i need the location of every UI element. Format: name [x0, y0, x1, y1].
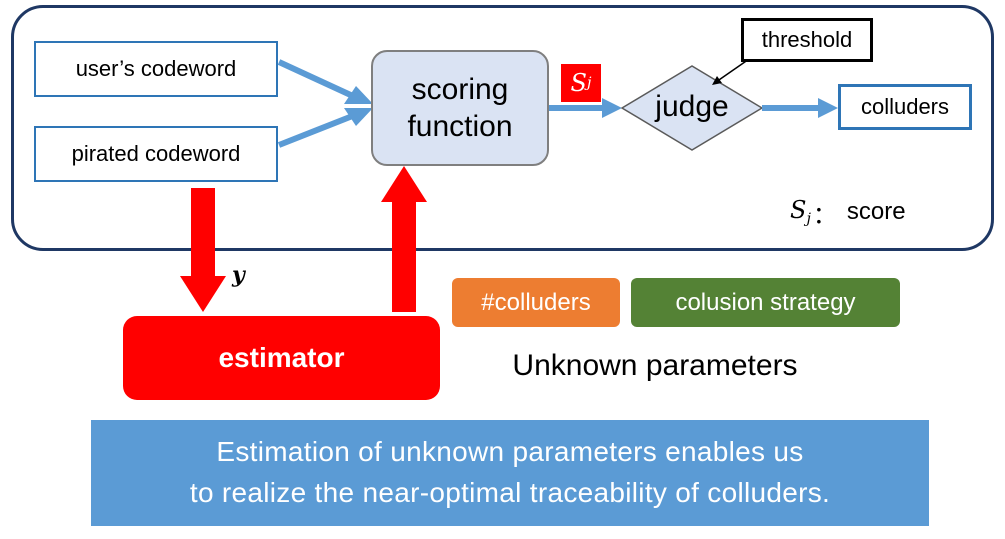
judge-label: judge: [655, 90, 729, 123]
user-codeword-box: user’s codeword: [34, 41, 278, 97]
legend-score-symbol: Sj: [790, 196, 811, 227]
estimator-box: estimator: [123, 316, 440, 400]
scoring-to-judge-arrowhead: [602, 98, 622, 118]
down-arrow-head: [180, 276, 226, 312]
unknown-parameters-text: Unknown parameters: [512, 349, 798, 382]
colluders-output-label: colluders: [860, 94, 950, 119]
colusion-strategy-tag: colusion strategy: [631, 278, 900, 327]
threshold-box: threshold: [741, 18, 873, 62]
colusion-strategy-label: colusion strategy: [675, 288, 856, 316]
user-to-scoring-arrowhead: [344, 86, 373, 104]
pirated-to-scoring-arrowhead: [344, 108, 373, 126]
legend-score-symbol-base: S: [790, 196, 807, 225]
legend-score-symbol-subscript: j: [806, 211, 811, 228]
conclusion-banner: Estimation of unknown parameters enables…: [91, 420, 929, 526]
threshold-label: threshold: [761, 27, 853, 52]
legend-score-text: score: [846, 198, 906, 225]
user-codeword-label: user’s codeword: [75, 56, 237, 81]
pirated-codeword-box: pirated codeword: [34, 126, 278, 182]
scoring-function-box: scoring function: [371, 50, 549, 166]
down-arrow-shaft: [191, 188, 215, 276]
judge-node: judge: [622, 82, 762, 132]
threshold-pointer-head: [712, 76, 722, 85]
scoring-label-line1: scoring: [411, 72, 509, 106]
pirated-codeword-label: pirated codeword: [71, 141, 241, 166]
y-variable-label: y: [232, 262, 245, 288]
banner-line1: Estimation of unknown parameters enables…: [216, 436, 804, 468]
judge-to-colluders-arrowhead: [818, 98, 838, 118]
up-arrow-head: [381, 166, 427, 202]
score-legend: Sj ： score: [790, 192, 950, 232]
estimator-label: estimator: [218, 342, 345, 373]
score-symbol-base: S: [570, 69, 587, 97]
colluders-output-box: colluders: [838, 84, 972, 130]
num-colluders-label: #colluders: [481, 288, 591, 316]
unknown-parameters-caption: Unknown parameters: [470, 344, 840, 388]
scoring-label-line2: function: [407, 110, 513, 143]
pirated-to-scoring-arrow-line: [277, 112, 357, 148]
legend-separator: ：: [812, 201, 837, 229]
up-arrow-shaft: [392, 202, 416, 312]
score-symbol-subscript: j: [586, 75, 592, 91]
user-to-scoring-arrow-line: [277, 59, 357, 100]
num-colluders-tag: #colluders: [452, 278, 620, 327]
banner-line2: to realize the near-optimal traceability…: [189, 477, 831, 508]
